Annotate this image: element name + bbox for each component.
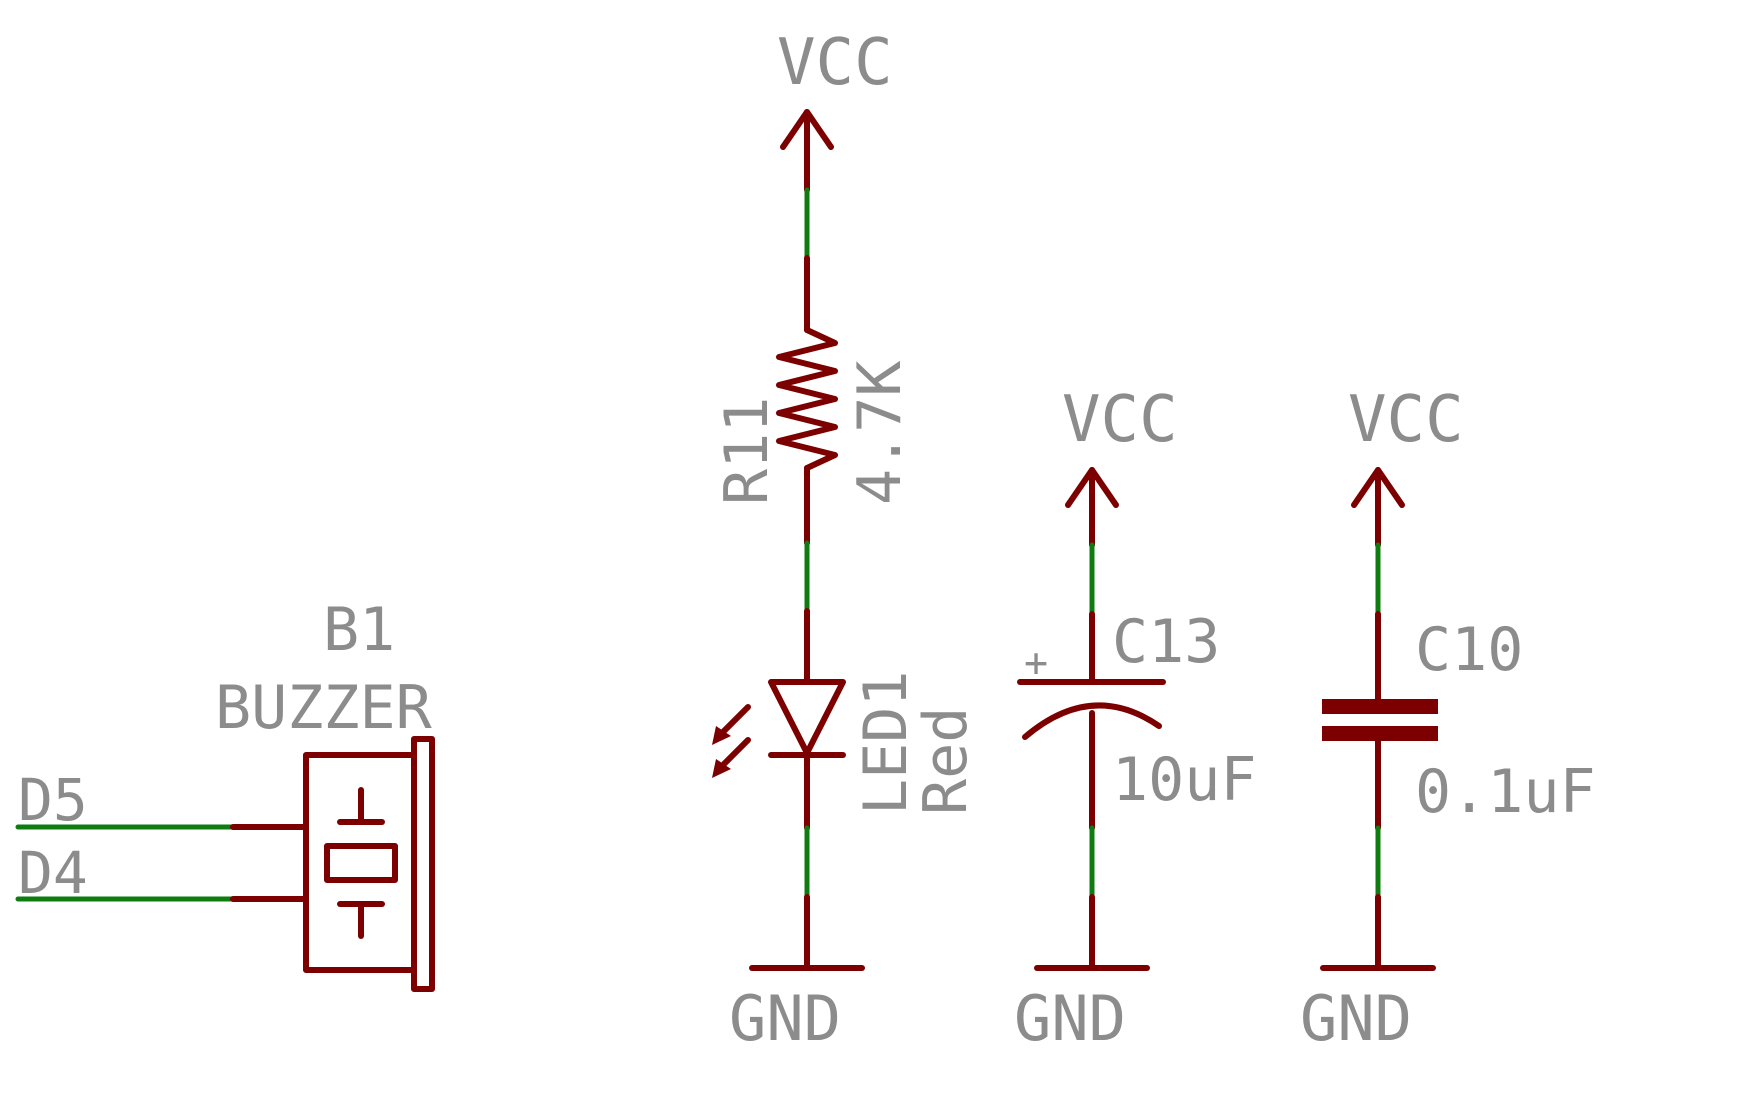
buzzer-value-label: BUZZER xyxy=(215,673,433,743)
resistor-r11-ref-label: R11 xyxy=(712,397,782,505)
vcc-arrow-head-c13 xyxy=(1065,467,1119,508)
resistor-r11-value-label: 4.7K xyxy=(845,361,915,506)
capacitor-c13-curved-plate xyxy=(1022,702,1162,740)
capacitor-c13-value-label: 10uF xyxy=(1112,745,1257,815)
led1-triangle xyxy=(768,679,846,756)
gnd-label-led1: GND xyxy=(729,982,841,1055)
capacitor-c10-value-label: 0.1uF xyxy=(1415,757,1596,827)
gnd-label-c10: GND xyxy=(1300,982,1412,1055)
capacitor-c10-plate-top xyxy=(1322,699,1438,714)
net-label-d4: D4 xyxy=(18,839,88,907)
led1-value-label: Red xyxy=(911,707,981,815)
vcc-arrow-head-r11 xyxy=(780,109,834,150)
resistor-r11-zigzag xyxy=(776,327,838,471)
buzzer-b1: B1 BUZZER D5 D4 xyxy=(15,595,435,992)
capacitor-c10: VCC GND C10 0.1uF xyxy=(1300,383,1596,1055)
resistor-led-chain: VCC GND R11 4.7K LED1 Red xyxy=(712,26,981,1055)
buzzer-face-plate xyxy=(411,736,435,992)
buzzer-crystal xyxy=(324,843,398,883)
vcc-label-c13: VCC xyxy=(1062,383,1178,457)
capacitor-c13-polarity-mark: + xyxy=(1024,640,1048,686)
vcc-label-c10: VCC xyxy=(1348,383,1464,457)
net-label-d5: D5 xyxy=(18,766,88,834)
gnd-label-c13: GND xyxy=(1014,982,1126,1055)
led1-light-emission-icon xyxy=(712,704,751,778)
vcc-arrow-head-c10 xyxy=(1351,467,1405,508)
capacitor-c13: VCC + GND C13 10uF xyxy=(1014,383,1257,1055)
capacitor-c10-plate-bottom xyxy=(1322,726,1438,741)
capacitor-c13-ref-label: C13 xyxy=(1112,607,1220,677)
capacitor-c10-ref-label: C10 xyxy=(1415,615,1523,685)
led1-ref-label: LED1 xyxy=(851,671,921,816)
vcc-label-r11: VCC xyxy=(777,26,893,100)
buzzer-ref-label: B1 xyxy=(323,595,395,665)
